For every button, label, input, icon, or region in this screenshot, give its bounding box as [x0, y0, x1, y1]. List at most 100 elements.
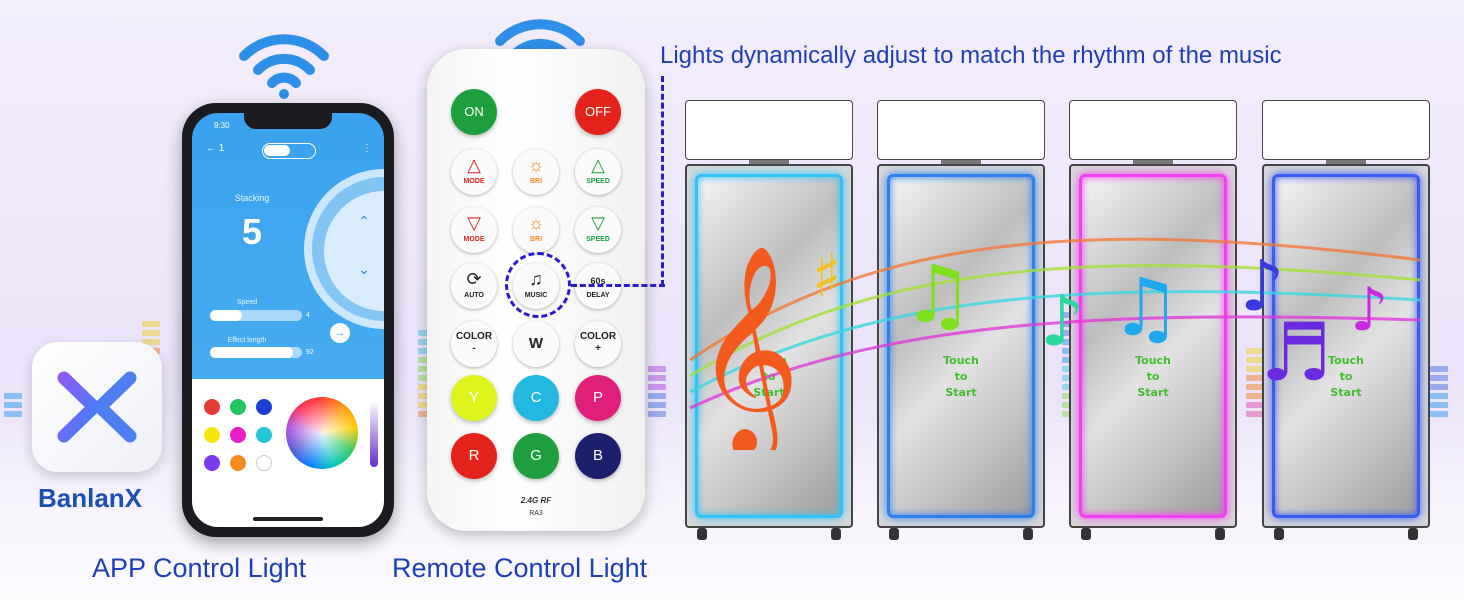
app-name: BanlanX — [38, 483, 143, 513]
next-arrow-button[interactable]: → — [330, 323, 350, 343]
green-button[interactable]: G — [513, 433, 559, 479]
booth-wheels — [885, 528, 1037, 540]
banlanx-app-icon — [32, 342, 162, 472]
color-swatch[interactable] — [230, 399, 246, 415]
blue-button[interactable]: B — [575, 433, 621, 479]
red-button[interactable]: R — [451, 433, 497, 479]
remote-brand-label: 2.4G RF — [520, 496, 552, 505]
color-swatch[interactable] — [204, 427, 220, 443]
brightness-down-button[interactable]: ☼ BRI — [513, 207, 559, 253]
booth-neck — [941, 160, 981, 166]
wifi-icon — [239, 34, 329, 99]
auto-cycle-icon: ⟳ — [466, 269, 482, 289]
stacking-label: Stacking — [234, 193, 270, 203]
booth-header-panel — [1069, 100, 1237, 160]
music-note-icon: ♫ — [902, 248, 974, 341]
music-note-icon: ♪ — [1040, 280, 1085, 362]
color-swatch[interactable] — [256, 427, 272, 443]
remote-model-label: RA3 — [529, 510, 543, 517]
back-button[interactable]: ← 1 — [206, 143, 225, 154]
speed-down-button[interactable]: ▽ SPEED — [575, 207, 621, 253]
chevron-up-icon[interactable]: ⌃ — [358, 213, 370, 229]
speed-slider[interactable] — [210, 310, 302, 321]
sun-icon: ☼ — [527, 155, 545, 175]
connector-line — [571, 284, 665, 287]
smartphone: 9:30 ← 1 ⋮ ⌃ ⌄ Stacking 5 Speed 4 Effect… — [182, 103, 394, 537]
off-button[interactable]: OFF — [575, 89, 621, 135]
connector-line — [661, 76, 664, 286]
color-swatch[interactable] — [230, 427, 246, 443]
phone-screen: 9:30 ← 1 ⋮ ⌃ ⌄ Stacking 5 Speed 4 Effect… — [192, 113, 384, 527]
booth-header-panel — [877, 100, 1045, 160]
triangle-up-icon: △ — [591, 155, 605, 175]
sun-icon: ☼ — [527, 213, 545, 233]
yellow-button[interactable]: Y — [451, 375, 497, 421]
cyan-button[interactable]: C — [513, 375, 559, 421]
effect-length-value: 92 — [306, 349, 314, 356]
music-note-icon: ♪ — [1350, 275, 1388, 345]
mode-down-button[interactable]: ▽ MODE — [451, 207, 497, 253]
mode-up-button[interactable]: △ MODE — [451, 149, 497, 195]
triangle-up-icon: △ — [467, 155, 481, 175]
color-panel — [192, 379, 384, 527]
color-swatch[interactable] — [256, 399, 272, 415]
booth-wheels — [1270, 528, 1422, 540]
auto-button[interactable]: ⟳ AUTO — [451, 263, 497, 309]
banlanx-x-logo-icon — [57, 371, 137, 443]
music-note-icon: ♬ — [1260, 306, 1332, 399]
triangle-down-icon: ▽ — [591, 213, 605, 233]
booth-wheels — [1077, 528, 1229, 540]
booth-header-panel — [1262, 100, 1430, 160]
color-plus-button[interactable]: COLOR + — [575, 321, 621, 367]
status-time: 9:30 — [214, 121, 230, 130]
color-swatch[interactable] — [230, 455, 246, 471]
sharp-icon: ♯ — [812, 241, 841, 311]
effect-length-slider[interactable] — [210, 347, 302, 358]
on-button[interactable]: ON — [451, 89, 497, 135]
home-indicator — [253, 517, 323, 521]
brightness-slider[interactable] — [370, 401, 378, 467]
color-minus-button[interactable]: COLOR - — [451, 321, 497, 367]
stacking-value: 5 — [241, 211, 263, 252]
booth-neck — [1326, 160, 1366, 166]
treble-clef-icon: 𝄞 — [694, 244, 800, 450]
chevron-down-icon[interactable]: ⌄ — [358, 261, 370, 277]
speed-label: Speed — [236, 299, 258, 306]
color-wheel[interactable] — [286, 397, 358, 469]
music-notes-wave: 𝄞 ♯ ♫ ♪ ♫ ♪ ♬ ♪ — [689, 237, 1421, 450]
app-topbar: ← 1 ⋮ — [192, 139, 384, 161]
mode-toggle[interactable] — [262, 143, 316, 159]
color-swatch[interactable] — [204, 399, 220, 415]
headline: Lights dynamically adjust to match the r… — [660, 42, 1282, 69]
white-button[interactable]: W — [513, 321, 559, 367]
speed-value: 4 — [306, 312, 310, 319]
remote-control-caption: Remote Control Light — [392, 553, 648, 583]
color-swatch[interactable] — [256, 455, 272, 471]
effect-length-label: Effect length — [227, 337, 267, 344]
more-icon[interactable]: ⋮ — [362, 143, 372, 154]
color-swatch[interactable] — [204, 455, 220, 471]
pink-button[interactable]: P — [575, 375, 621, 421]
brightness-up-button[interactable]: ☼ BRI — [513, 149, 559, 195]
music-note-icon: ♪ — [1240, 245, 1285, 327]
rf-remote: ON OFF △ MODE ☼ BRI △ SPEED ▽ MODE ☼ BRI… — [427, 49, 645, 531]
phone-notch — [244, 113, 332, 129]
timer-60s-icon: 60s — [590, 276, 606, 286]
booth-neck — [749, 160, 789, 166]
booth-header-panel — [685, 100, 853, 160]
speed-up-button[interactable]: △ SPEED — [575, 149, 621, 195]
booth-neck — [1133, 160, 1173, 166]
